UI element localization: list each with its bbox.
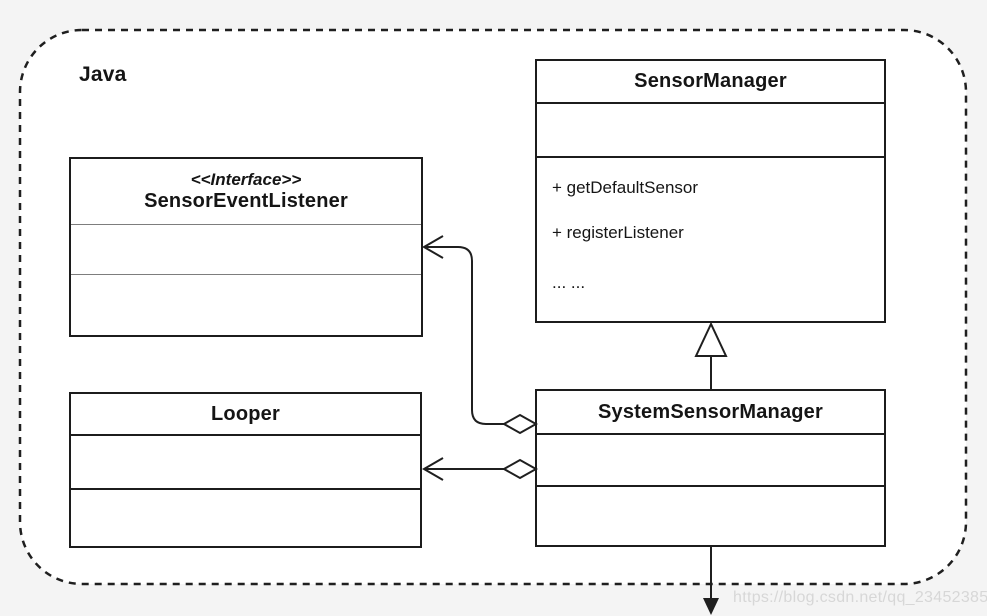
methods-section: + getDefaultSensor + registerListener ..… — [537, 158, 884, 321]
aggregation-looper — [422, 457, 539, 481]
frame-label-java: Java — [79, 63, 127, 86]
aggregation-sensor-event-listener — [422, 235, 539, 435]
class-name: Looper — [211, 402, 280, 425]
class-box-sensor-manager: SensorManager + getDefaultSensor + regis… — [535, 59, 886, 323]
open-arrowhead-icon — [422, 235, 444, 259]
methods-section-empty — [71, 490, 420, 546]
generalization-arrow — [694, 321, 728, 389]
class-name: SensorManager — [634, 70, 787, 92]
class-box-system-sensor-manager: SystemSensorManager — [535, 389, 886, 547]
attributes-section-empty — [537, 104, 884, 158]
class-name: SensorEventListener — [144, 190, 348, 212]
bottom-exit-arrow — [703, 547, 719, 615]
method-get-default-sensor: + getDefaultSensor — [552, 178, 699, 197]
hollow-diamond-icon — [501, 413, 539, 435]
class-header: Looper — [71, 394, 420, 436]
attributes-section-empty — [71, 225, 421, 275]
filled-arrowhead-icon — [703, 598, 719, 615]
watermark: https://blog.csdn.net/qq_23452385 — [733, 589, 987, 606]
methods-section-empty — [537, 487, 884, 545]
class-box-looper: Looper — [69, 392, 422, 548]
class-header: <<Interface>> SensorEventListener — [71, 159, 421, 225]
class-name: SystemSensorManager — [597, 400, 823, 423]
method-register-listener: + registerListener — [552, 223, 684, 242]
attributes-section-empty — [537, 435, 884, 487]
method-ellipsis: ... ... — [552, 273, 586, 292]
class-box-sensor-event-listener: <<Interface>> SensorEventListener — [69, 157, 423, 337]
open-arrowhead-icon — [422, 457, 444, 481]
methods-section-empty — [71, 275, 421, 335]
stereotype-label: <<Interface>> — [190, 170, 302, 189]
hollow-diamond-icon — [501, 458, 539, 480]
class-header: SensorManager — [537, 61, 884, 104]
class-header: SystemSensorManager — [537, 391, 884, 435]
hollow-triangle-icon — [694, 321, 728, 357]
attributes-section-empty — [71, 436, 420, 490]
